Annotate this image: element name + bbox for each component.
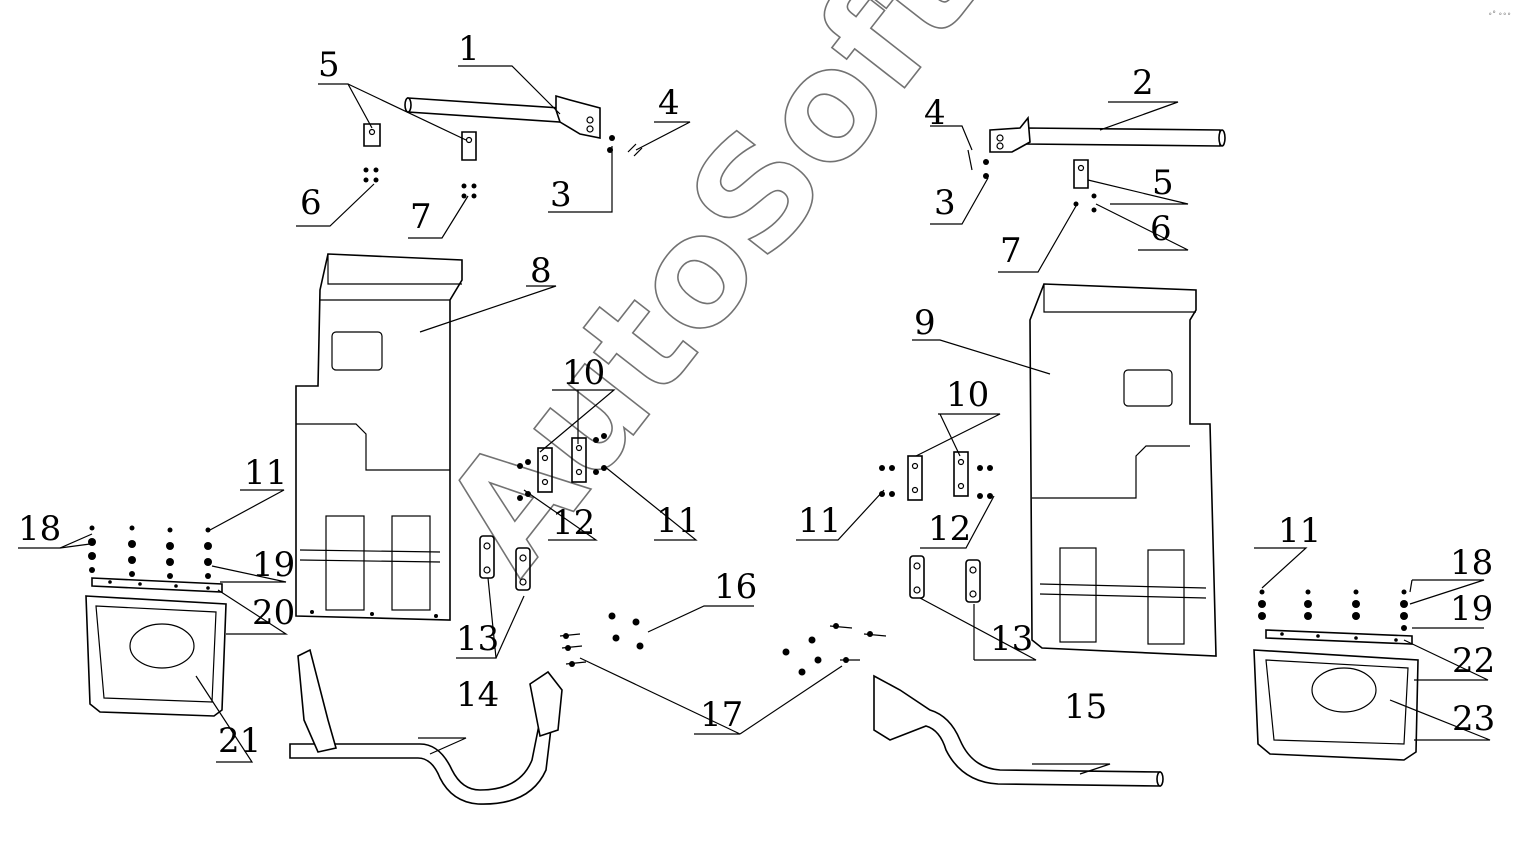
callout-19-left: 19 (252, 545, 295, 585)
callout-1: 1 (458, 29, 480, 69)
part-5-clamps (363, 123, 1089, 189)
leader-lines (18, 65, 1491, 775)
callout-22: 22 (1452, 641, 1495, 681)
part-16-17-bolts (559, 612, 887, 676)
callout-11-c: 11 (798, 501, 841, 541)
callout-2: 2 (1132, 63, 1154, 103)
part-23-mudflap-right (1253, 649, 1419, 761)
callout-7-left: 7 (410, 197, 432, 237)
callout-11-a: 11 (244, 453, 287, 493)
callout-18-right: 18 (1450, 543, 1493, 583)
part-22-rail-right (1265, 629, 1413, 645)
callout-16: 16 (714, 567, 757, 607)
callout-3-left: 3 (550, 175, 572, 215)
part-2-bracket-tube-right (989, 115, 1226, 153)
callout-12-right: 12 (928, 509, 971, 549)
callout-8: 8 (530, 251, 552, 291)
callout-9: 9 (914, 303, 936, 343)
watermark-text: AutoSoft (411, 0, 1007, 602)
part-13-stays (479, 535, 981, 603)
part-15-support-tube-right (873, 674, 1164, 787)
callout-23: 23 (1452, 699, 1495, 739)
callout-17: 17 (700, 695, 743, 735)
part-10-brackets (537, 437, 969, 501)
callout-11-d: 11 (1278, 511, 1321, 551)
part-9-mudguard-right (1029, 283, 1217, 657)
callout-10-left: 10 (562, 353, 605, 393)
callout-15: 15 (1064, 687, 1107, 727)
part-8-mudguard-left (295, 253, 463, 621)
callout-5-right: 5 (1152, 163, 1174, 203)
part-14-support-tube-left (289, 648, 563, 805)
callout-21: 21 (218, 721, 261, 761)
callout-labels: 1 2 3 3 4 4 5 5 6 6 7 7 8 9 10 10 11 11 … (18, 29, 1495, 761)
callout-19-right: 19 (1450, 589, 1493, 629)
callout-4-right: 4 (924, 93, 946, 133)
callout-4-left: 4 (658, 83, 680, 123)
callout-13-right: 13 (990, 619, 1033, 659)
callout-5-left: 5 (318, 45, 340, 85)
corner-mark: ∘° ∘∘∘ (1488, 10, 1511, 18)
callout-18-left: 18 (18, 509, 61, 549)
part-20-rail-left (91, 577, 223, 593)
callout-11-b: 11 (656, 501, 699, 541)
callout-3-right: 3 (934, 183, 956, 223)
callout-12-left: 12 (552, 503, 595, 543)
callout-13-left: 13 (456, 619, 499, 659)
callout-6-right: 6 (1150, 209, 1172, 249)
part-21-mudflap-left (85, 595, 227, 717)
part-11-12-nuts (517, 433, 993, 501)
callout-10-right: 10 (946, 375, 989, 415)
callout-14: 14 (456, 675, 499, 715)
part-1-bracket-tube-left (404, 94, 601, 139)
part-18-19-fasteners (88, 525, 1408, 631)
callout-20: 20 (252, 593, 295, 633)
callout-6-left: 6 (300, 183, 322, 223)
callout-7-right: 7 (1000, 231, 1022, 271)
part-fasteners-small (363, 135, 1097, 213)
